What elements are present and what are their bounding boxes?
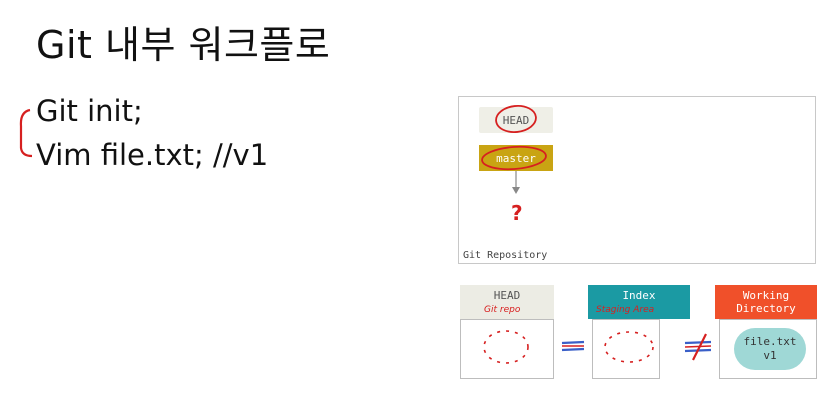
- tree-header-index-label: Index: [622, 289, 656, 303]
- file-version: v1: [763, 349, 777, 362]
- ref-arrow: [512, 171, 520, 194]
- annotation-git-repo: Git repo: [484, 305, 521, 315]
- annotation-staging-area: Staging Area: [596, 305, 655, 315]
- file-blob: file.txt v1: [734, 328, 806, 370]
- ink-bracket: [19, 108, 33, 158]
- git-repository-panel: HEAD master ? Git Repository: [458, 96, 816, 264]
- code-line-init: Git init;: [36, 94, 143, 128]
- tree-header-working-directory: Working Directory: [715, 285, 817, 319]
- tree-body-index: [592, 319, 660, 379]
- file-name: file.txt: [743, 335, 797, 349]
- slide-title: Git 내부 워크플로: [36, 23, 331, 67]
- repository-label: Git Repository: [463, 250, 548, 261]
- tree-header-head-label: HEAD: [493, 289, 521, 303]
- tree-body-head: [460, 319, 554, 379]
- tree-header-head: HEAD: [460, 285, 554, 319]
- tree-body-working-directory: file.txt v1: [719, 319, 817, 379]
- unknown-commit-marker: ?: [511, 201, 523, 225]
- tree-header-index: Index: [588, 285, 690, 319]
- code-line-vim: Vim file.txt; //v1: [36, 138, 269, 172]
